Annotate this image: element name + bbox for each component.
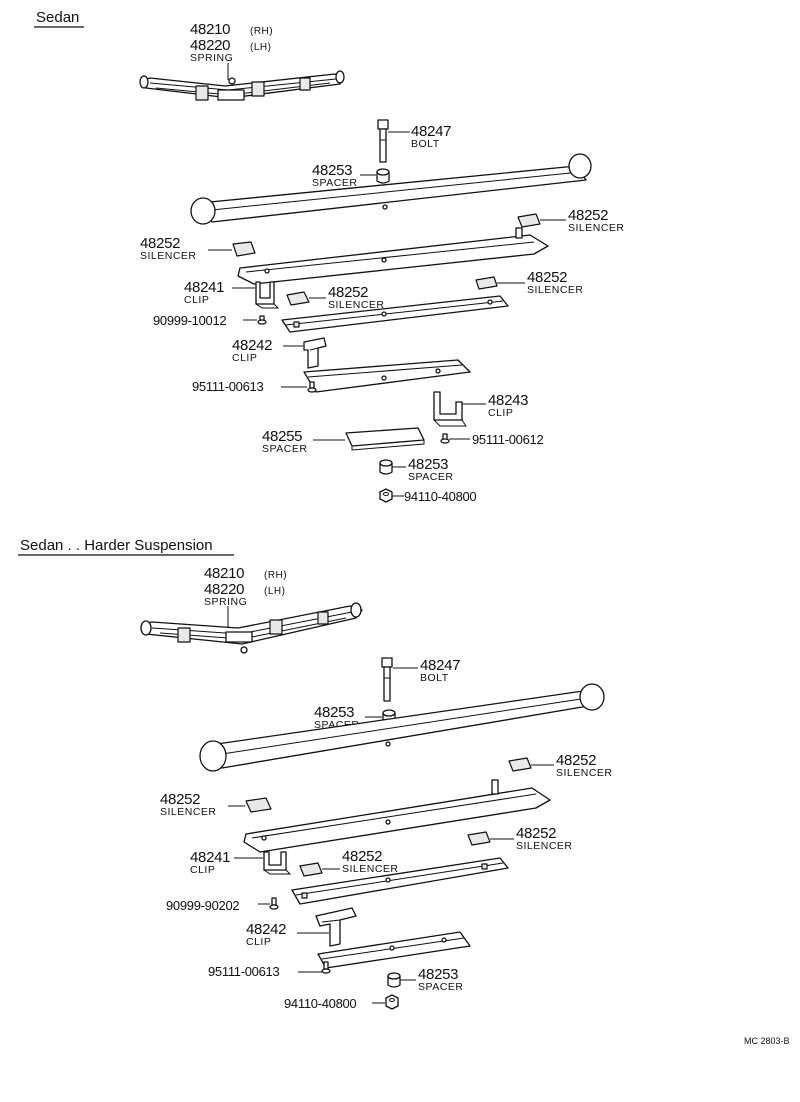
rivet-1-top — [257, 315, 267, 325]
clip-48242-bottom — [315, 907, 357, 947]
fourth-leaf-top — [303, 359, 471, 393]
spacer1-name-top: SPACER — [312, 177, 357, 189]
bolt-number-top: 48247 — [411, 123, 451, 140]
spacer2-number-top: 48255 — [262, 428, 302, 445]
rivet2-number-top: 95111-00613 — [192, 379, 263, 394]
silencer-r1-number-bottom: 48252 — [556, 752, 596, 769]
rivet1-number-bottom: 90999-90202 — [166, 898, 239, 913]
figure-code: MC 2803-B — [744, 1036, 790, 1046]
nut-number-top: 94110-40800 — [404, 489, 476, 504]
silencer-pad-l1-bottom — [245, 797, 272, 813]
clip-48242-top — [303, 337, 327, 369]
spring-lh-number-bottom: 48220 — [204, 581, 244, 598]
rivet-2-bottom — [321, 961, 331, 974]
section-heading-harder-suspension: Sedan . . Harder Suspension — [18, 537, 234, 556]
clip1-name-top: CLIP — [184, 294, 209, 306]
silencer-pad-r1-bottom — [508, 757, 532, 772]
rh-label-top: (RH) — [250, 26, 273, 37]
rivet1-number-top: 90999-10012 — [153, 313, 226, 328]
silencer-c-name-bottom: SILENCER — [342, 863, 399, 875]
clip1-number-top: 48241 — [184, 279, 224, 296]
silencer-r2-number-bottom: 48252 — [516, 825, 556, 842]
section-title-bottom: Sedan . . Harder Suspension — [20, 537, 213, 554]
silencer-l1-name-bottom: SILENCER — [160, 806, 217, 818]
spring-rh-number-bottom: 48210 — [204, 565, 244, 582]
clip1-name-bottom: CLIP — [190, 864, 215, 876]
spring-name-bottom: SPRING — [204, 596, 247, 608]
lh-label-bottom: (LH) — [264, 586, 285, 597]
fourth-leaf-bottom — [317, 931, 471, 969]
spacer3-number-top: 48253 — [408, 456, 448, 473]
clip1-number-bottom: 48241 — [190, 849, 230, 866]
spring-assembly-thumbnail-top — [139, 70, 345, 101]
silencer-r1-name-bottom: SILENCER — [556, 767, 613, 779]
silencer-c-name-top: SILENCER — [328, 299, 385, 311]
rivet-1-bottom — [269, 897, 279, 910]
silencer-pad-c-bottom — [299, 862, 323, 877]
spacer2-number-bottom: 48253 — [418, 966, 458, 983]
silencer-l1-number-bottom: 48252 — [160, 791, 200, 808]
silencer-pad-r2-top — [475, 276, 498, 290]
clip-48241-top — [255, 281, 280, 309]
silencer-l1-number-top: 48252 — [140, 235, 180, 252]
silencer-r1-name-top: SILENCER — [568, 222, 625, 234]
rivet2-number-bottom: 95111-00613 — [208, 964, 279, 979]
spacer-small-top — [376, 168, 390, 184]
center-bolt-top — [377, 119, 389, 163]
silencer-r2-name-top: SILENCER — [527, 284, 584, 296]
clip2-number-top: 48242 — [232, 337, 272, 354]
spacer2-name-top: SPACER — [262, 443, 307, 455]
bolt-name-bottom: BOLT — [420, 672, 449, 684]
spring-lh-number-top: 48220 — [190, 37, 230, 54]
clip2-name-top: CLIP — [232, 352, 257, 364]
second-leaf-bottom — [243, 779, 551, 853]
nut-top — [379, 488, 393, 503]
rivet-2-top — [307, 381, 317, 393]
spacer-lower-top — [379, 459, 393, 475]
clip2-name-bottom: CLIP — [246, 936, 271, 948]
nut-bottom — [385, 994, 399, 1010]
silencer-pad-l1-top — [232, 241, 256, 257]
nut-number-bottom: 94110-40800 — [284, 996, 356, 1011]
second-leaf-top — [237, 227, 549, 285]
main-leaf-top — [190, 153, 592, 225]
clip-48243-top — [433, 391, 467, 427]
bolt-number-bottom: 48247 — [420, 657, 460, 674]
spacer-plate-top — [345, 427, 425, 451]
clip3-number-top: 48243 — [488, 392, 528, 409]
spacer2-name-bottom: SPACER — [418, 981, 463, 993]
silencer-r2-name-bottom: SILENCER — [516, 840, 573, 852]
spring-rh-number-top: 48210 — [190, 21, 230, 38]
silencer-c-number-top: 48252 — [328, 284, 368, 301]
spacer3-name-top: SPACER — [408, 471, 453, 483]
center-bolt-bottom — [381, 657, 393, 702]
lh-label-top: (LH) — [250, 42, 271, 53]
main-leaf-bottom — [199, 683, 605, 772]
silencer-c-number-bottom: 48252 — [342, 848, 382, 865]
spacer-lower-bottom — [387, 972, 401, 988]
silencer-pad-r2-bottom — [467, 831, 491, 846]
third-leaf-bottom — [291, 857, 509, 905]
silencer-pad-r1-top — [517, 213, 541, 228]
bolt-name-top: BOLT — [411, 138, 440, 150]
silencer-l1-name-top: SILENCER — [140, 250, 197, 262]
spacer1-number-top: 48253 — [312, 162, 352, 179]
rivet3-number-top: 95111-00612 — [472, 432, 543, 447]
rh-label-bottom: (RH) — [264, 570, 287, 581]
section-heading-sedan: Sedan — [34, 9, 84, 28]
section-title-top: Sedan — [36, 9, 79, 26]
clip-48241-bottom — [263, 851, 292, 875]
third-leaf-top — [281, 295, 509, 333]
spring-name-top: SPRING — [190, 52, 233, 64]
silencer-r2-number-top: 48252 — [527, 269, 567, 286]
clip3-name-top: CLIP — [488, 407, 513, 419]
clip2-number-bottom: 48242 — [246, 921, 286, 938]
spacer1-number-bottom: 48253 — [314, 704, 354, 721]
silencer-pad-c-top — [286, 291, 310, 306]
spring-assembly-thumbnail-bottom — [140, 602, 363, 654]
silencer-r1-number-top: 48252 — [568, 207, 608, 224]
rivet-3-top — [440, 433, 450, 444]
